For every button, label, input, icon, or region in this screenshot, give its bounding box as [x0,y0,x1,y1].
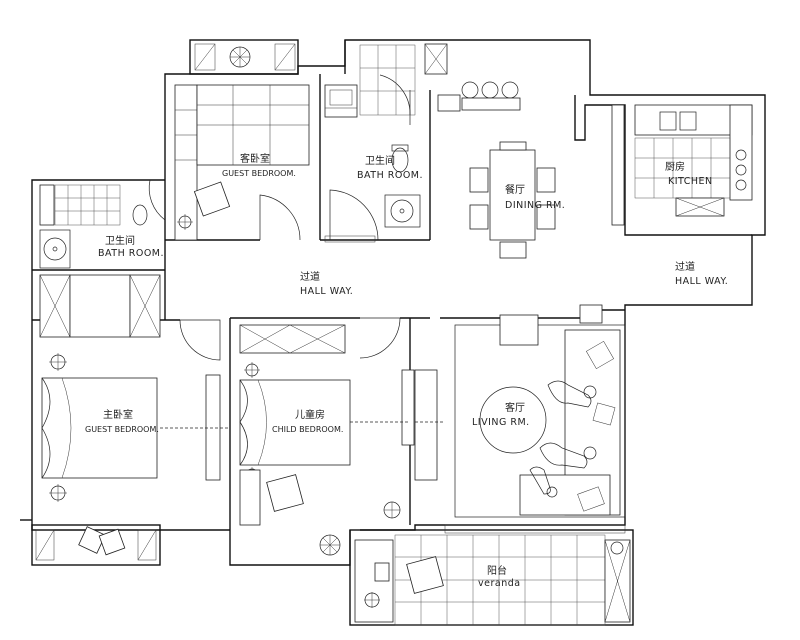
room-label-cn: 卫生间 [105,234,135,247]
plant-icon [319,534,341,556]
plant-icon [610,541,624,555]
hatched-wall [611,104,625,226]
top-balcony-detail [194,43,296,71]
lamp-icon [49,484,67,502]
toilet-icon [391,144,409,173]
door-swing-icon [329,189,379,241]
armchair-icon [193,181,231,217]
armchair-icon [98,528,126,556]
bath-room-left: 卫生间 BATH ROOM. [39,184,164,269]
bath-room-top: 卫生间 BATH ROOM. [324,43,448,243]
room-label-cn: 过道 [300,270,320,283]
lamp-icon [177,214,193,230]
sink-icon [659,111,697,131]
kitchen: 厨房 KITCHEN [611,104,753,226]
threshold [324,235,376,243]
phone-icon [579,304,603,324]
room-label-cn: 过道 [675,260,695,273]
bottom-left-balcony-detail [35,526,157,561]
toilet-icon [132,204,148,226]
wardrobe-icon [174,84,198,241]
tv-cabinet-icon [414,369,438,481]
grid-tiles [54,184,121,226]
room-label-cn: 客厅 [505,401,525,414]
hall-wardrobes [39,274,346,354]
room-label-cn: 主卧室 [103,408,133,421]
person-icon [547,380,597,408]
master-bedroom: 主卧室 GUEST BEDROOM. [41,353,230,502]
living-room: 客厅 LIVING RM. [414,304,626,518]
lamp-icon [244,362,260,378]
door-swing-icon [379,74,411,116]
rug [454,324,626,518]
room-label-en: LIVING RM. [472,417,530,428]
plant-icon [229,46,251,68]
door-swing-icon [259,194,301,241]
sink-icon [384,194,421,228]
bathtub-icon [324,84,358,118]
room-label-en: HALL WAY. [675,276,728,287]
room-label-en: KITCHEN [668,176,713,187]
counter-side [729,104,753,201]
child-bedroom: 儿童房 CHILD BEDROOM. [239,362,415,556]
dining-room: 餐厅 DINING RM. [437,81,565,259]
room-label-en: GUEST BEDROOM. [85,425,159,434]
tv-cabinet-icon [205,374,221,481]
door-swing-icon [179,319,221,361]
room-label-cn: 卫生间 [365,154,395,167]
bed-icon [239,379,351,466]
person-icon [529,466,558,498]
bed-icon [41,377,158,479]
room-label-en: BATH ROOM. [98,248,164,259]
guest-bedroom-top: 客卧室 GUEST BEDROOM. [174,84,310,241]
hallway: 过道 HALL WAY. 过道 HALL WAY. [300,260,728,297]
armchair-icon [406,556,444,594]
sofa-icon [519,329,621,516]
bottom-left-balcony [31,524,161,566]
wardrobe-icon [239,324,346,354]
room-label-cn: 阳台 [487,564,507,577]
dining-table-icon [469,141,556,259]
tv-cabinet-icon [401,369,415,446]
person-icon [539,442,597,469]
room-label-en: veranda [478,578,521,589]
armchair-icon [266,474,304,512]
lamp-icon [49,353,67,371]
plant-icon [383,501,401,519]
room-label-en: HALL WAY. [300,286,353,297]
room-label-en: DINING RM. [505,200,565,211]
side-table [499,314,539,346]
door-swings [148,74,411,361]
armchair-icon [78,526,106,554]
grid-tiles [359,44,416,116]
plant-icon [364,592,380,608]
room-label-en: BATH ROOM. [357,170,423,181]
desk [239,469,261,526]
room-label-cn: 餐厅 [505,183,525,196]
washing-machine-icon [374,562,390,582]
room-label-en: CHILD BEDROOM. [272,425,343,434]
sink-icon [39,229,71,269]
coffee-table-icon [479,386,547,454]
room-label-en: GUEST BEDROOM. [222,169,296,178]
stove-icon [735,149,747,191]
bar-stools [461,81,521,111]
room-label-cn: 厨房 [665,160,685,173]
door-swing-icon [359,317,401,359]
door-swing-icon [148,179,166,221]
veranda: 阳台 veranda [354,524,631,626]
room-label-cn: 儿童房 [295,408,325,421]
threshold [444,524,626,534]
room-label-cn: 客卧室 [240,152,270,165]
